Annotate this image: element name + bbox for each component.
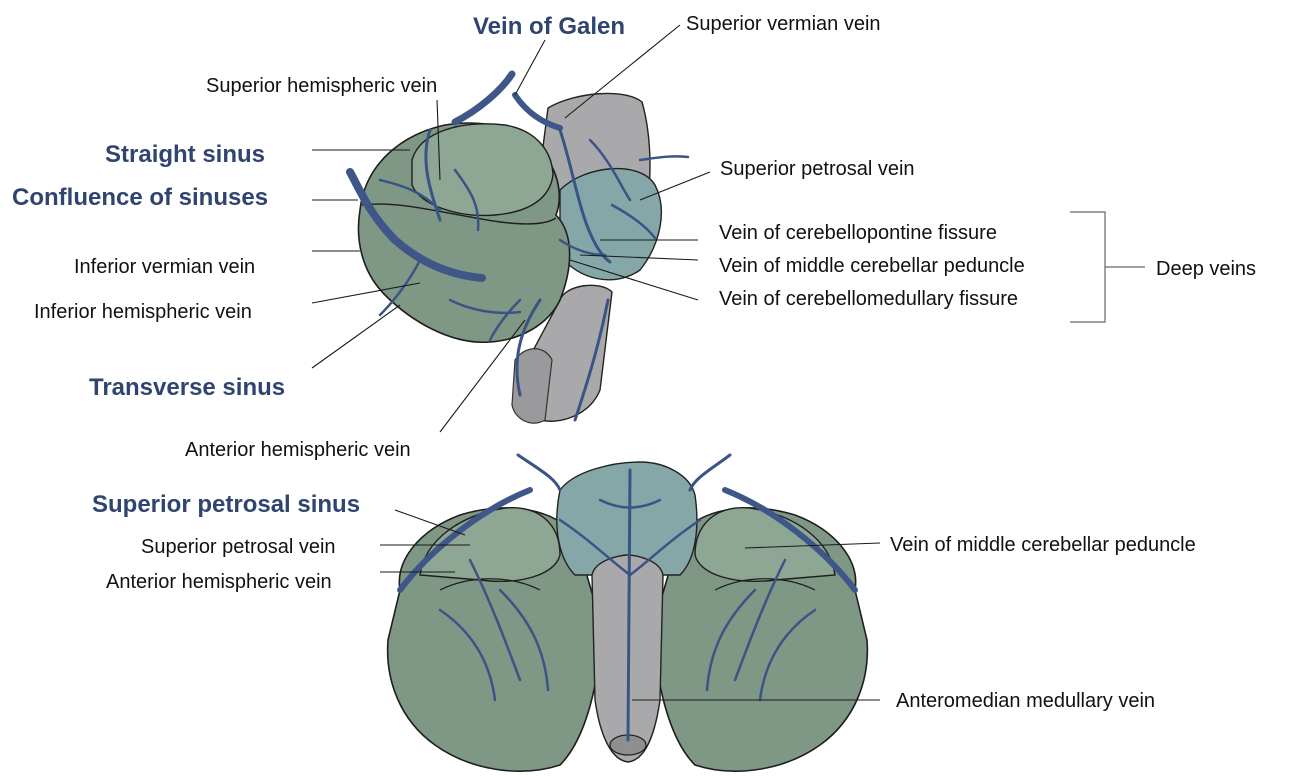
- label-superior-petrosal-vein-bottom: Superior petrosal vein: [141, 536, 336, 558]
- leader-vein-of-galen: [515, 40, 545, 95]
- label-vein-of-galen: Vein of Galen: [473, 13, 625, 40]
- label-anterior-hemispheric-vein-top: Anterior hemispheric vein: [185, 439, 411, 461]
- label-inferior-vermian-vein: Inferior vermian vein: [74, 256, 255, 278]
- label-superior-vermian-vein: Superior vermian vein: [686, 13, 881, 35]
- label-superior-petrosal-sinus: Superior petrosal sinus: [92, 491, 360, 518]
- label-inferior-hemispheric-vein: Inferior hemispheric vein: [34, 301, 252, 323]
- label-confluence-of-sinuses: Confluence of sinuses: [12, 184, 268, 211]
- label-anterior-hemispheric-vein-bottom: Anterior hemispheric vein: [106, 571, 332, 593]
- lateral-view-illustration: [350, 74, 688, 423]
- label-superior-petrosal-vein-top: Superior petrosal vein: [720, 158, 915, 180]
- label-vein-middle-cerebellar-peduncle-top: Vein of middle cerebellar peduncle: [719, 255, 1025, 277]
- deep-veins-bracket: [1070, 212, 1145, 322]
- label-deep-veins: Deep veins: [1156, 258, 1256, 280]
- label-transverse-sinus: Transverse sinus: [89, 374, 285, 401]
- label-anteromedian-medullary-vein: Anteromedian medullary vein: [896, 690, 1155, 712]
- leader-transverse-sinus: [312, 305, 400, 368]
- label-straight-sinus: Straight sinus: [105, 141, 265, 168]
- label-vein-cerebellopontine-fissure: Vein of cerebellopontine fissure: [719, 222, 997, 244]
- label-superior-hemispheric-vein: Superior hemispheric vein: [206, 75, 437, 97]
- label-vein-middle-cerebellar-peduncle-bottom: Vein of middle cerebellar peduncle: [890, 534, 1196, 556]
- label-vein-cerebellomedullary-fissure: Vein of cerebellomedullary fissure: [719, 288, 1018, 310]
- anterior-view-illustration: [388, 455, 868, 771]
